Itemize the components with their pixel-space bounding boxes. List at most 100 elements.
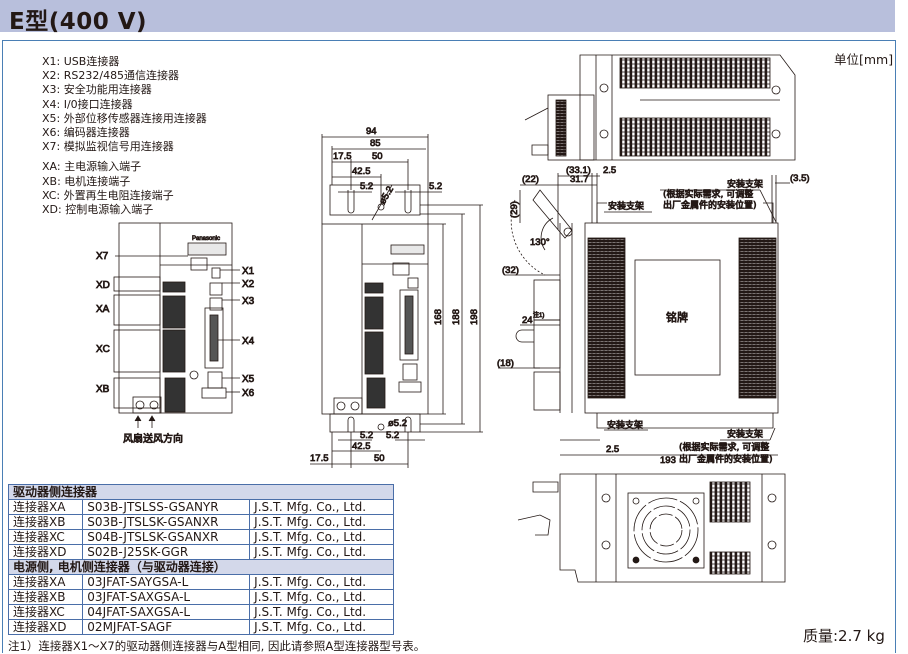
table-section-header: 驱动器侧连接器 bbox=[8, 484, 394, 500]
dim-24: 24 bbox=[522, 315, 533, 326]
cell-part: S02B-J25SK-GGR bbox=[82, 544, 251, 560]
dim-hole-dia-bottom: ø5.2 bbox=[388, 418, 407, 429]
legend-item: X4: I/0接口连接器 bbox=[42, 97, 133, 111]
cell-part: S03B-JTSLSS-GSANYR bbox=[82, 499, 251, 515]
dim-50-bottom: 50 bbox=[374, 453, 385, 464]
label-x1: X1 bbox=[242, 266, 255, 277]
bracket-label-top-right: 安装支架 bbox=[727, 178, 763, 190]
dim-31-7: 31.7 bbox=[570, 174, 589, 185]
title-bar: E型(400 V) bbox=[0, 0, 895, 35]
bracket-note-line1-bottom: (根据实际需求, 可调整 bbox=[679, 441, 769, 453]
cell-part: 03JFAT-SAYGSA-L bbox=[82, 574, 251, 590]
top-view bbox=[524, 54, 796, 161]
connector-legend: X1: USB连接器 X2: RS232/485通信连接器 X3: 安全功能用连… bbox=[42, 55, 207, 217]
dim-5-2-bottom-left: 5.2 bbox=[360, 430, 373, 441]
front-view-labeled: Panasonic bbox=[113, 222, 240, 428]
cell-maker: J.S.T. Mfg. Co., Ltd. bbox=[249, 499, 394, 515]
cell-maker: J.S.T. Mfg. Co., Ltd. bbox=[249, 604, 394, 620]
dim-168: 168 bbox=[433, 309, 444, 325]
cell-connector: 连接器XA bbox=[7, 574, 84, 590]
bracket-note-line2-bottom: 出厂金属件的安装位置) bbox=[679, 453, 773, 465]
cell-maker: J.S.T. Mfg. Co., Ltd. bbox=[249, 514, 394, 530]
bracket-label-bottom-left: 安装支架 bbox=[607, 419, 643, 431]
side-view bbox=[498, 173, 790, 456]
cell-connector: 连接器XD bbox=[7, 544, 84, 560]
front-view-dimensioned bbox=[310, 134, 483, 468]
dim-130-deg: 130° bbox=[530, 237, 550, 248]
label-xc: XC bbox=[96, 344, 110, 355]
cell-connector: 连接器XC bbox=[7, 604, 84, 620]
cell-part: 02MJFAT-SAGF bbox=[82, 619, 251, 635]
dim-193: 193 bbox=[660, 455, 676, 466]
label-x2: X2 bbox=[242, 279, 255, 290]
dim-29: (29) bbox=[509, 201, 520, 218]
dim-17-5-bottom: 17.5 bbox=[310, 453, 329, 464]
label-x4: X4 bbox=[242, 336, 255, 347]
dim-18: (18) bbox=[497, 358, 514, 369]
dim-22: (22) bbox=[522, 174, 539, 185]
cell-maker: J.S.T. Mfg. Co., Ltd. bbox=[249, 574, 394, 590]
label-x6: X6 bbox=[242, 388, 255, 399]
cell-connector: 连接器XB bbox=[7, 514, 84, 530]
bracket-label-top-left: 安装支架 bbox=[608, 200, 644, 212]
cell-part: 04JFAT-SAXGSA-L bbox=[82, 604, 251, 620]
dim-42-5: 42.5 bbox=[352, 166, 371, 177]
section-title: 驱动器侧连接器 bbox=[8, 484, 394, 500]
label-xa: XA bbox=[96, 304, 110, 315]
legend-item: X5: 外部位移传感器连接用连接器 bbox=[42, 111, 207, 125]
dim-5-2-bottom-right: 5.2 bbox=[386, 430, 399, 441]
unit-label: 单位[mm] bbox=[834, 52, 894, 67]
cell-maker: J.S.T. Mfg. Co., Ltd. bbox=[249, 529, 394, 545]
dim-2-5-bottom: 2.5 bbox=[606, 444, 619, 455]
mass-label: 质量:2.7 kg bbox=[803, 627, 885, 645]
cell-part: S04B-JTSLSK-GSANXR bbox=[82, 529, 251, 545]
cell-connector: 连接器XA bbox=[7, 499, 84, 515]
dim-50: 50 bbox=[372, 151, 383, 162]
page-title: E型(400 V) bbox=[9, 9, 148, 35]
note-marker: 注1) bbox=[533, 311, 544, 319]
driver-body bbox=[118, 222, 233, 414]
bottom-view bbox=[517, 473, 786, 583]
bracket-note-line2-top: 出厂金属件的安装位置) bbox=[663, 199, 757, 211]
brand-label: Panasonic bbox=[192, 236, 220, 242]
label-x7: X7 bbox=[96, 251, 109, 262]
dim-32: (32) bbox=[502, 265, 519, 276]
legend-item: X2: RS232/485通信连接器 bbox=[42, 69, 180, 83]
nameplate-label: 铭牌 bbox=[666, 310, 688, 324]
dim-hole-dia-top: ø5.2 bbox=[377, 185, 396, 207]
table-section-header: 电源侧, 电机侧连接器（与驱动器连接） bbox=[8, 559, 394, 575]
dim-17-5: 17.5 bbox=[333, 151, 352, 162]
dim-3-5: (3.5) bbox=[790, 173, 810, 184]
cell-maker: J.S.T. Mfg. Co., Ltd. bbox=[249, 544, 394, 560]
dim-5-2-right: 5.2 bbox=[429, 181, 442, 192]
fan-direction-label: 风扇送风方向 bbox=[123, 432, 183, 445]
dim-94: 94 bbox=[366, 126, 377, 137]
dim-33-1: (33.1) bbox=[566, 165, 591, 176]
nameplate bbox=[634, 259, 721, 376]
label-x5: X5 bbox=[242, 374, 255, 385]
section-title: 电源侧, 电机侧连接器（与驱动器连接） bbox=[8, 559, 394, 575]
bracket-note-line1-top: (根据实际需求, 可调整 bbox=[663, 188, 753, 200]
cell-part: S03B-JTSLSK-GSANXR bbox=[82, 514, 251, 530]
label-xd: XD bbox=[96, 280, 110, 291]
legend-item: XC: 外置再生电阻连接端子 bbox=[42, 188, 174, 202]
cell-connector: 连接器XC bbox=[7, 529, 84, 545]
label-x3: X3 bbox=[242, 296, 255, 307]
cell-maker: J.S.T. Mfg. Co., Ltd. bbox=[249, 589, 394, 605]
label-xb: XB bbox=[96, 384, 110, 395]
cell-connector: 连接器XB bbox=[7, 589, 84, 605]
bracket-label-bottom-right: 安装支架 bbox=[727, 428, 763, 440]
footnote: 注1）连接器X1～X7的驱动器侧连接器与A型相同, 因此请参照A型连接器型号表。 bbox=[8, 639, 426, 653]
dim-85: 85 bbox=[370, 138, 381, 149]
legend-item: XA: 主电源输入端子 bbox=[42, 160, 142, 174]
legend-item: X6: 编码器连接器 bbox=[42, 126, 130, 140]
